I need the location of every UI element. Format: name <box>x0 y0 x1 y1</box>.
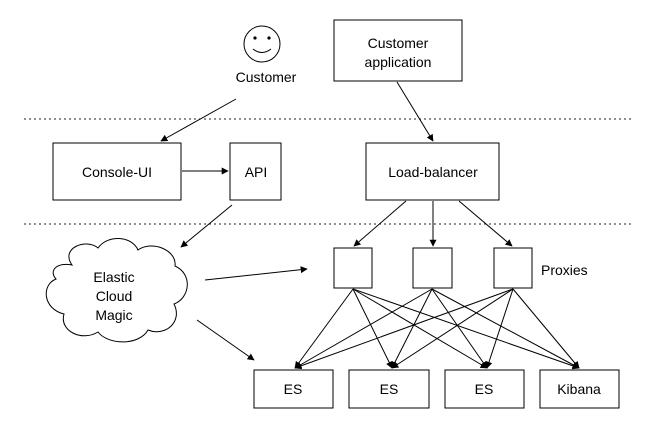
es-label-1: ES <box>284 381 303 397</box>
arrow-proxy-2-to-es-2 <box>391 288 433 369</box>
arrow-proxy-1-to-es-1 <box>294 288 354 369</box>
arrow-proxy-1-to-kibana <box>352 288 580 370</box>
console-ui-label: Console-UI <box>82 164 152 180</box>
load-balancer-label: Load-balancer <box>388 164 478 180</box>
arrow-proxy-3-to-es-3 <box>485 288 514 369</box>
elastic-cloud-magic-cloud: Elastic Cloud Magic <box>45 238 188 343</box>
customer-label: Customer <box>236 69 297 85</box>
arrow-proxy-3-to-kibana <box>512 288 580 369</box>
arrow-proxy-1-to-es-2 <box>352 288 393 369</box>
api-box: API <box>229 142 282 201</box>
elastic-cloud-magic-label-line2: Cloud <box>96 288 133 304</box>
arrow-elastic-cloud-magic-to-es <box>196 319 255 361</box>
customer-application-label-line1: Customer <box>368 35 429 51</box>
es-label-2: ES <box>380 381 399 397</box>
arrow-load-balancer-to-proxy-3 <box>458 200 513 247</box>
arrow-proxy-1-to-es-3 <box>352 288 488 369</box>
kibana-box: Kibana <box>539 369 620 409</box>
api-label: API <box>245 164 268 180</box>
proxy-box-1 <box>333 247 373 289</box>
arrow-proxy-2-to-es-1 <box>294 288 433 369</box>
arrow-customer-application-to-load-balancer <box>396 81 434 142</box>
arrow-proxy-3-to-es-1 <box>294 288 514 370</box>
arrow-customer-to-console-ui <box>160 98 237 142</box>
customer-application-box: Customer application <box>333 19 463 82</box>
proxy-box-2 <box>412 247 453 289</box>
console-ui-box: Console-UI <box>52 142 182 201</box>
arrow-api-to-elastic-cloud-magic <box>180 204 233 248</box>
arrow-proxy-2-to-kibana <box>431 288 580 369</box>
es-box-1: ES <box>253 369 334 409</box>
customer-application-label-line2: application <box>365 54 432 70</box>
es-label-3: ES <box>475 381 494 397</box>
load-balancer-box: Load-balancer <box>365 142 500 201</box>
elastic-cloud-magic-label-line1: Elastic <box>93 269 134 285</box>
arrow-elastic-cloud-magic-to-proxies <box>204 266 308 281</box>
elastic-cloud-magic-label-line3: Magic <box>95 307 132 323</box>
proxy-box-3 <box>493 247 533 289</box>
es-box-3: ES <box>444 369 525 409</box>
arrow-load-balancer-to-proxy-1 <box>353 200 407 247</box>
arrow-proxy-2-to-es-3 <box>431 288 488 369</box>
es-box-2: ES <box>348 369 430 409</box>
proxies-label: Proxies <box>541 262 588 278</box>
kibana-label: Kibana <box>557 381 601 397</box>
arrow-proxy-3-to-es-2 <box>391 288 514 369</box>
customer-smiley-icon <box>243 25 281 63</box>
